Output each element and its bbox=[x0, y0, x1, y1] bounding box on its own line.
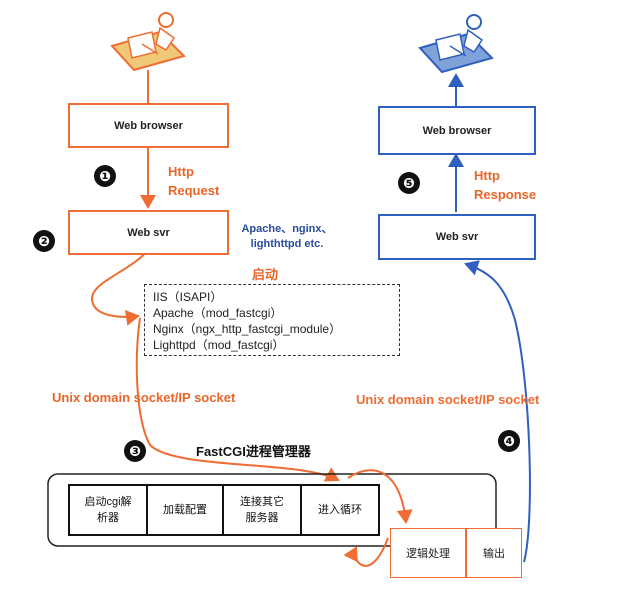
module-item: Nginx（ngx_http_fastcgi_module） bbox=[153, 322, 342, 336]
module-item: Lighttpd（mod_fastcgi） bbox=[153, 338, 285, 352]
manager-step-text: 连接其它 bbox=[240, 496, 284, 508]
right-socket-label: Unix domain socket/IP socket bbox=[356, 392, 540, 407]
manager-step-connect-servers: 连接其它 服务器 bbox=[222, 484, 302, 536]
step-4-label: ❹ bbox=[503, 432, 515, 449]
http-request-line-1: Http bbox=[168, 164, 194, 179]
step-1-badge: ❶ bbox=[94, 165, 116, 187]
left-socket-label: Unix domain socket/IP socket bbox=[52, 390, 236, 405]
logic-processing-box: 逻辑处理 bbox=[390, 528, 466, 578]
fastcgi-manager-title: FastCGI进程管理器 bbox=[196, 444, 311, 459]
step-2-badge: ❷ bbox=[33, 230, 55, 252]
step-1-label: ❶ bbox=[99, 167, 111, 184]
server-note-line-2: lighthttpd etc. bbox=[250, 238, 324, 250]
right-web-svr-box: Web svr bbox=[378, 214, 536, 260]
launch-label: 启动 bbox=[252, 267, 279, 282]
step-5-label: ❺ bbox=[403, 174, 415, 191]
loop-back-arrow bbox=[343, 537, 389, 567]
server-examples-note: Apache、nginx、 lighthttpd etc. bbox=[232, 222, 342, 252]
module-item: Apache（mod_fastcgi） bbox=[153, 306, 283, 320]
manager-step-text: 加载配置 bbox=[163, 504, 207, 516]
step-3-label: ❸ bbox=[129, 442, 141, 459]
right-web-browser-box: Web browser bbox=[378, 106, 536, 155]
right-web-browser-label: Web browser bbox=[422, 124, 492, 137]
manager-step-start-parser: 启动cgi解 析器 bbox=[68, 484, 148, 536]
user-at-computer-icon bbox=[418, 14, 494, 74]
http-response-line-2: Response bbox=[474, 187, 537, 202]
manager-step-text: 启动cgi解 bbox=[84, 496, 132, 508]
user-at-computer-icon bbox=[110, 12, 186, 72]
manager-step-text: 析器 bbox=[97, 512, 119, 524]
step-5-badge: ❺ bbox=[398, 172, 420, 194]
step-2-label: ❷ bbox=[38, 232, 50, 249]
unix-socket-right-arrow bbox=[464, 260, 531, 563]
step-3-badge: ❸ bbox=[124, 440, 146, 462]
manager-step-load-config: 加载配置 bbox=[146, 484, 224, 536]
logic-processing-label: 逻辑处理 bbox=[406, 548, 450, 560]
output-label: 输出 bbox=[483, 548, 505, 560]
http-request-label: Http Request bbox=[168, 162, 238, 200]
manager-step-enter-loop: 进入循环 bbox=[300, 484, 380, 536]
step-4-badge: ❹ bbox=[498, 430, 520, 452]
left-web-svr-label: Web svr bbox=[127, 226, 170, 239]
module-item: IIS（ISAPI） bbox=[153, 290, 223, 304]
server-note-line-1: Apache、nginx、 bbox=[241, 223, 333, 235]
http-response-line-1: Http bbox=[474, 168, 500, 183]
manager-step-text: 进入循环 bbox=[318, 504, 362, 516]
left-web-browser-box: Web browser bbox=[68, 103, 229, 148]
left-web-svr-box: Web svr bbox=[68, 210, 229, 255]
launch-arrow bbox=[90, 249, 149, 326]
loop-into-logic-arrow bbox=[347, 469, 413, 524]
manager-step-text: 服务器 bbox=[245, 512, 279, 524]
right-web-svr-label: Web svr bbox=[435, 231, 479, 243]
http-request-line-2: Request bbox=[168, 183, 220, 198]
fastcgi-manager-container bbox=[47, 473, 497, 547]
left-web-browser-label: Web browser bbox=[114, 119, 183, 132]
output-box: 输出 bbox=[466, 528, 522, 578]
http-response-label: Http Response bbox=[474, 166, 554, 204]
unix-socket-left-arrow bbox=[135, 317, 340, 482]
fastcgi-modules-box: IIS（ISAPI） Apache（mod_fastcgi） Nginx（ngx… bbox=[144, 284, 400, 356]
